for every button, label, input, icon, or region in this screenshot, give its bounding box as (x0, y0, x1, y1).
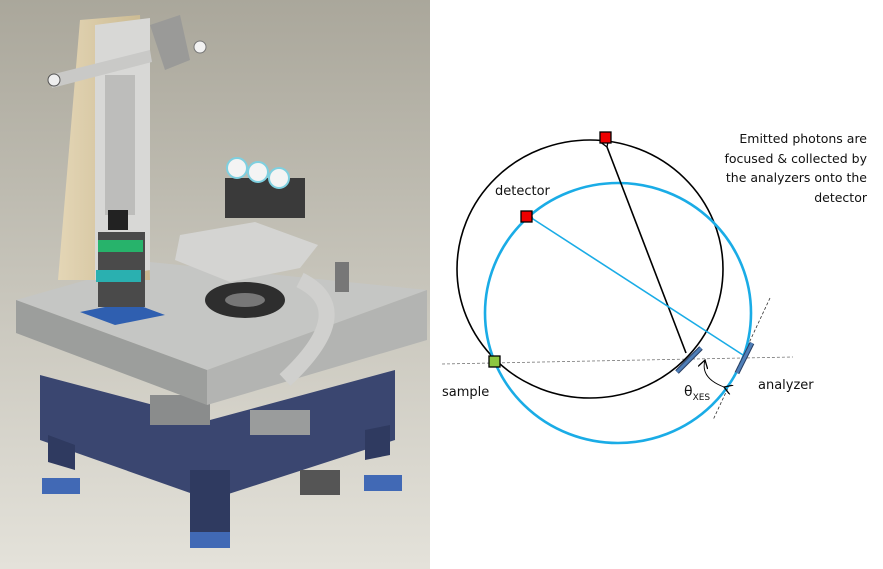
theta-symbol: θ (684, 384, 693, 400)
theta-xes-label: θXES (684, 384, 710, 403)
ray-arrow-blue (533, 219, 744, 356)
detector-marker-top (599, 131, 612, 144)
rowland-circle-blue (483, 181, 753, 445)
analyzer-label: analyzer (758, 378, 814, 393)
rowland-circle-diagram (441, 131, 794, 445)
rowland-circle-black (456, 139, 724, 399)
spectrometer-cad-render (0, 0, 430, 569)
base-frame (40, 370, 395, 540)
leveling-feet (42, 475, 402, 548)
detector-label: detector (495, 184, 550, 199)
sample-plane-dashed-line (441, 356, 794, 365)
sample-marker (488, 355, 501, 368)
note-line: focused & collected by (724, 150, 867, 166)
analyzer-stage (175, 157, 349, 386)
sample-stage (80, 210, 165, 325)
note-line: the analyzers onto the (725, 170, 867, 185)
theta-subscript: XES (692, 392, 711, 403)
detector-marker (520, 210, 533, 223)
note-line: Emitted photons are (739, 131, 867, 146)
sample-label: sample (442, 385, 490, 400)
analyzer-crystal-2-face (735, 342, 754, 374)
theta-angle-arc (704, 360, 724, 387)
note-line: detector (814, 189, 867, 205)
ray-arrow-black (607, 147, 687, 354)
analyzer-crystal-1-face (675, 346, 703, 374)
emission-note: Emitted photons are focused & collected … (724, 129, 867, 207)
